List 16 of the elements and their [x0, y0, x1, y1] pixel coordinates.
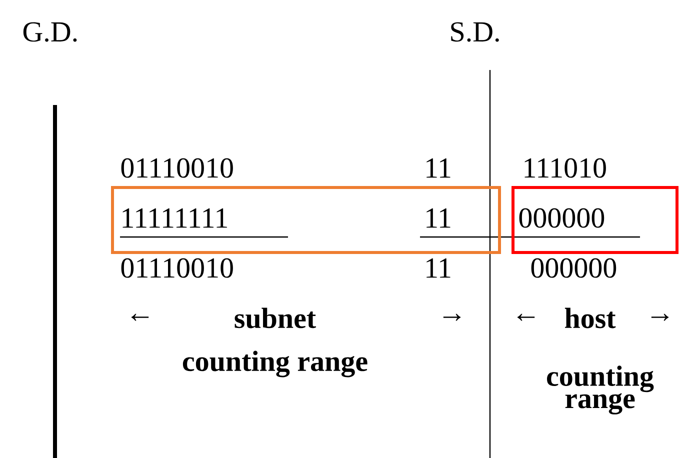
arrow-symbol: ← — [131, 314, 149, 321]
label: S.D. — [451, 22, 499, 42]
label: G.D. — [23, 22, 77, 42]
label: counting range — [547, 366, 654, 414]
arrow-symbol: → — [651, 314, 669, 321]
highlight-box: 000000 — [512, 186, 678, 254]
label: subnet — [234, 308, 316, 328]
label: host — [564, 308, 616, 328]
label: counting range — [182, 350, 368, 378]
label: 11 — [426, 158, 450, 178]
label: 11 — [426, 258, 450, 278]
arrow-symbol: → — [443, 314, 461, 321]
highlight-box: 11111111 11 — [111, 186, 501, 254]
label: 000000 — [531, 258, 616, 278]
label: 111010 — [524, 158, 606, 178]
arrow-symbol: ← — [517, 314, 535, 321]
